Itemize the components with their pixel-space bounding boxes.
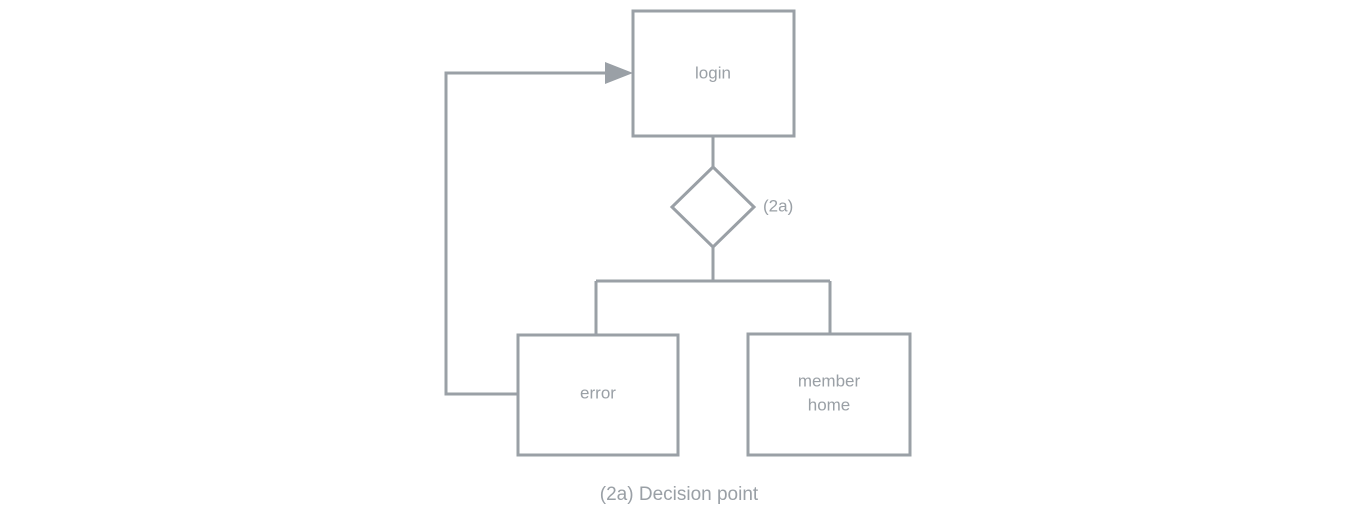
edge-error-back-to-login bbox=[444, 71, 618, 396]
login-box[interactable] bbox=[631, 9, 796, 138]
login-label: login bbox=[695, 63, 731, 82]
decision-annotation-label: (2a) bbox=[763, 196, 793, 215]
error-box[interactable] bbox=[516, 333, 680, 457]
edge-layer bbox=[444, 62, 832, 396]
member-home-label-line1: member bbox=[798, 371, 861, 390]
figure-caption: (2a) Decision point bbox=[600, 484, 759, 505]
member-home-label-line2: home bbox=[808, 395, 851, 414]
node-login[interactable]: login bbox=[631, 9, 796, 138]
arrowhead-icon bbox=[605, 62, 633, 84]
node-error[interactable]: error bbox=[516, 333, 680, 457]
member-home-box[interactable] bbox=[746, 332, 912, 457]
node-member-home[interactable]: member home bbox=[746, 332, 912, 457]
error-label: error bbox=[580, 383, 616, 402]
decision-diamond[interactable] bbox=[669, 164, 757, 250]
node-decision[interactable]: (2a) bbox=[669, 164, 793, 250]
